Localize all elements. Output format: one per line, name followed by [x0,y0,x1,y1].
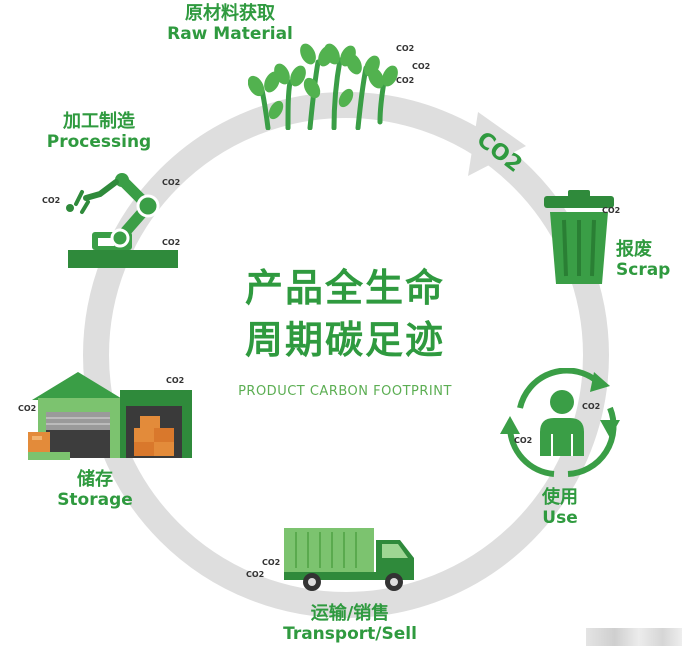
person-recycle-icon [500,368,620,477]
stage-use-zh: 使用 [542,487,578,508]
co2-label: CO2 [396,76,415,85]
page-title: 产品全生命 周期碳足迹 [200,262,490,367]
plants-icon [248,43,398,130]
stage-storage-zh: 储存 [77,469,113,490]
co2-label: CO2 [602,206,621,215]
stage-transport-label: 运输/销售 Transport/Sell [250,603,450,644]
stage-storage-label: 储存 Storage [40,469,150,510]
title-line-1: 产品全生命 [244,266,445,310]
stage-use-en: Use [542,507,578,528]
co2-label: CO2 [162,238,181,247]
stage-scrap-label: 报废 Scrap [616,239,692,280]
title-line-2: 周期碳足迹 [244,318,445,363]
stage-storage-en: Storage [57,489,133,510]
co2-label: CO2 [42,196,61,205]
stage-processing-label: 加工制造 Processing [24,111,174,152]
co2-label: CO2 [162,178,181,187]
stage-use-label: 使用 Use [530,487,590,528]
co2-label: CO2 [262,558,281,567]
robot-arm-icon [66,173,178,268]
co2-label: CO2 [166,376,185,385]
stage-transport-en: Transport/Sell [283,623,417,644]
trash-can-icon [544,190,614,284]
warehouse-icon [28,372,192,460]
stage-raw-material-en: Raw Material [167,23,293,44]
co2-label: CO2 [246,570,265,579]
stage-scrap-zh: 报废 [616,239,652,260]
stage-scrap-en: Scrap [616,259,671,280]
co2-label: CO2 [396,44,415,53]
truck-icon [284,528,414,591]
co2-label: CO2 [18,404,37,413]
stage-processing-zh: 加工制造 [63,111,135,132]
stage-transport-zh: 运输/销售 [310,603,390,624]
watermark-blur [586,628,682,646]
co2-label: CO2 [412,62,431,71]
co2-label: CO2 [514,436,533,445]
stage-processing-en: Processing [46,131,152,152]
cycle-arrowhead [468,112,526,176]
co2-label: CO2 [582,402,601,411]
page-subtitle: PRODUCT CARBON FOOTPRINT [238,384,452,399]
stage-raw-material-label: 原材料获取 Raw Material [140,3,320,44]
stage-raw-material-zh: 原材料获取 [185,3,275,24]
